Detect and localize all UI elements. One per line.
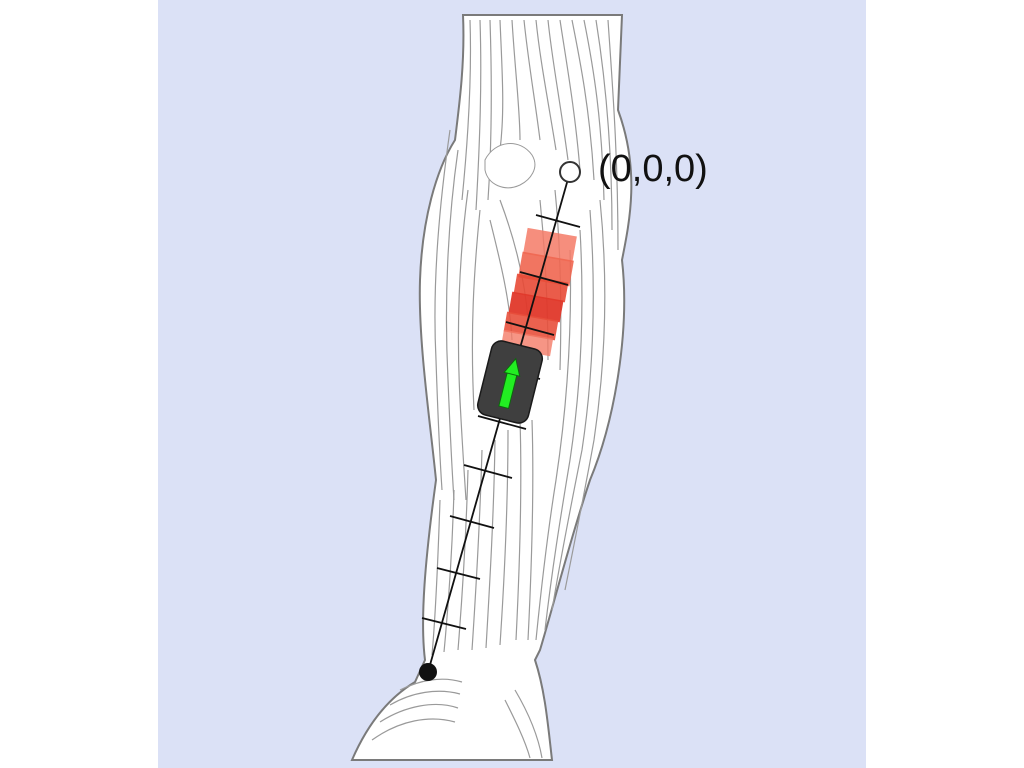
origin-label: (0,0,0) (598, 148, 708, 190)
arrow-up-icon (498, 357, 521, 410)
muscle-fibers (371, 19, 619, 759)
endpoint-marker-icon (419, 663, 437, 681)
origin-marker-icon (559, 161, 581, 183)
kneecap (484, 143, 536, 189)
sensor-device[interactable] (476, 339, 545, 425)
